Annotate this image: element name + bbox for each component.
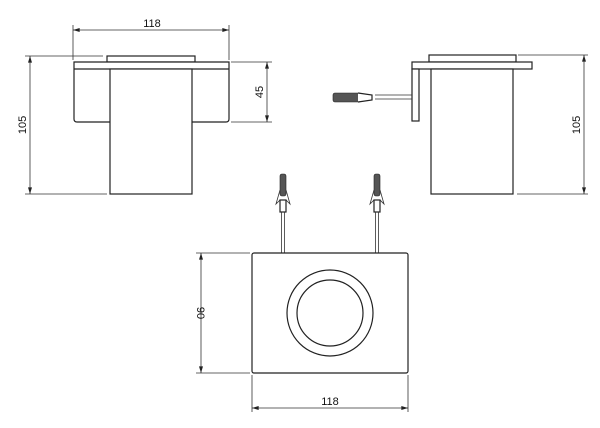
dimension-label: 105	[17, 116, 29, 134]
top-view: 90 118	[194, 173, 409, 412]
wall-anchor	[275, 173, 291, 255]
dimension-label: 118	[321, 396, 339, 408]
dimension-bracket: 45	[231, 61, 272, 123]
dimension-label: 45	[254, 86, 266, 98]
dimension-height: 105	[17, 55, 107, 195]
wall-anchor	[332, 92, 412, 103]
top-plate	[106, 55, 196, 63]
cup-inner	[296, 279, 364, 347]
wall-anchor	[369, 173, 385, 255]
dimension-width: 118	[72, 18, 230, 60]
base-plate	[251, 252, 409, 374]
dimension-label: 118	[143, 18, 161, 30]
dimension-label: 105	[571, 116, 583, 134]
dimension-width: 118	[251, 375, 409, 412]
cup	[109, 68, 193, 195]
front-view: 118 105 45	[17, 18, 272, 195]
side-view: 105	[332, 54, 588, 195]
dimension-height: 105	[517, 54, 588, 195]
dimension-depth: 90	[194, 252, 250, 374]
dimension-label: 90	[194, 307, 206, 319]
cup-rim	[286, 269, 374, 357]
cup	[430, 68, 514, 195]
